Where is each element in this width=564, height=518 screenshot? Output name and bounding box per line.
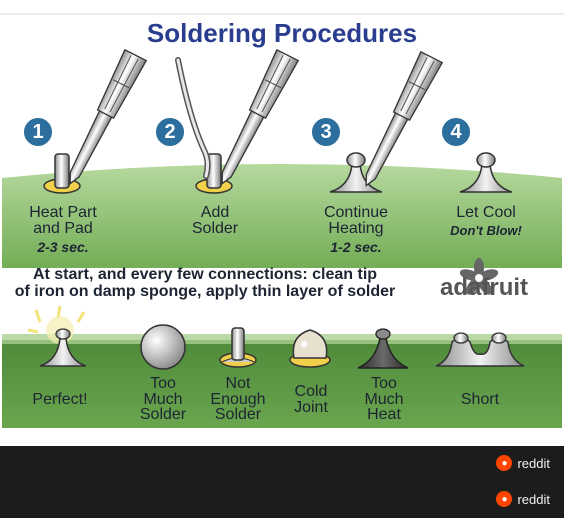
reddit-badge-1-label: reddit — [517, 455, 550, 471]
reddit-icon: ● — [496, 491, 513, 507]
circuit-board-top — [2, 164, 562, 268]
reddit-icon: ● — [496, 455, 513, 471]
result-not-enough-solder-label: Not Enough Solder — [210, 375, 266, 424]
step-2-illustration — [175, 49, 299, 194]
step-3-label: Continue Heating — [323, 204, 389, 237]
step-1-label: Heat Part and Pad — [29, 204, 97, 237]
adafruit-flower-logo — [459, 258, 499, 295]
result-short-label: Short — [460, 391, 500, 408]
tip-cleaning-note: At start, and every few connections: cle… — [14, 266, 396, 300]
result-perfect-illustration — [27, 305, 87, 367]
soldering-illustration — [2, 49, 562, 428]
step-2-label: Add Solder — [191, 204, 239, 237]
step-number-badges — [22, 116, 472, 148]
step-4-label: Let Cool — [456, 204, 516, 221]
footer-bar: ● reddit ● reddit — [0, 446, 564, 518]
step-4-number: 4 — [450, 121, 462, 143]
step-1-number: 1 — [32, 121, 44, 143]
result-too-much-solder-illustration — [140, 324, 186, 370]
top-divider — [0, 13, 564, 15]
result-too-much-heat-label: Too Much Heat — [364, 375, 404, 424]
result-cold-joint-label: Cold Joint — [294, 383, 328, 416]
step-1-note: 2-3 sec. — [37, 239, 89, 255]
step-3-illustration — [329, 51, 443, 193]
result-not-enough-solder-illustration — [219, 327, 257, 368]
step-3-note: 1-2 sec. — [330, 239, 382, 255]
result-short-illustration — [435, 332, 525, 367]
reddit-badge-1[interactable]: ● reddit — [496, 454, 550, 472]
page-title: Soldering Procedures — [146, 18, 418, 48]
step-4-illustration — [459, 152, 513, 193]
result-too-much-solder-label: Too Much Solder — [139, 375, 187, 424]
step-4-note: Don't Blow! — [450, 223, 522, 238]
reddit-badge-2[interactable]: ● reddit — [496, 490, 550, 508]
result-perfect-label: Perfect! — [32, 391, 88, 408]
reddit-badge-2-label: reddit — [517, 491, 550, 507]
step-1-illustration — [43, 49, 147, 194]
step-2-number: 2 — [164, 121, 176, 143]
adafruit-wordmark: adafruit — [440, 274, 529, 301]
result-cold-joint-illustration — [289, 329, 331, 368]
result-too-much-heat-illustration — [357, 328, 409, 369]
step-3-number: 3 — [320, 121, 332, 143]
